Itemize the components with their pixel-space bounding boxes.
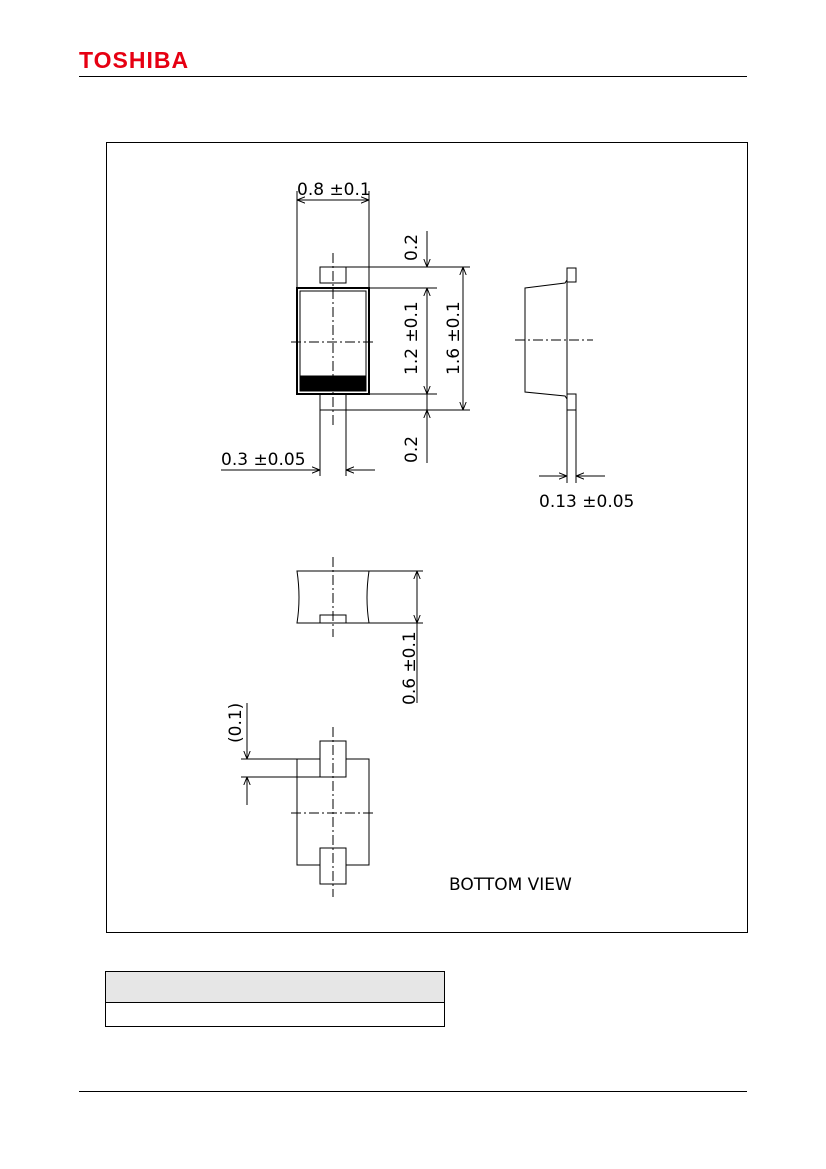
footer-divider	[79, 1091, 747, 1092]
header-divider	[79, 76, 747, 77]
dim-lead-bottom: 0.2	[402, 436, 422, 463]
dim-width: 0.8 ±0.1	[297, 180, 371, 200]
toshiba-logo: TOSHIBA	[79, 47, 190, 73]
dim-lead-thickness: 0.13 ±0.05	[539, 492, 634, 512]
side-view	[515, 267, 605, 483]
package-info-table	[105, 971, 445, 1027]
end-view	[296, 557, 423, 703]
dim-body-length: 1.2 ±0.1	[402, 301, 422, 375]
dim-total-length: 1.6 ±0.1	[444, 301, 464, 375]
top-view	[221, 191, 470, 476]
dim-height: 0.6 ±0.1	[400, 631, 420, 705]
package-outline-drawing: 0.8 ±0.1 0.2 1.2 ±0.1 1.6 ±0.1 0.2 0.3 ±…	[106, 142, 748, 933]
bottom-view	[241, 703, 375, 897]
dim-lead-top: 0.2	[402, 234, 422, 261]
bottom-view-label: BOTTOM VIEW	[449, 875, 572, 895]
package-drawing-svg: 0.8 ±0.1 0.2 1.2 ±0.1 1.6 ±0.1 0.2 0.3 ±…	[221, 180, 634, 897]
table-body-cell	[105, 1002, 445, 1027]
table-header-cell	[105, 971, 445, 1003]
dim-lead-protrusion: (0.1)	[226, 703, 246, 743]
dim-lead-width: 0.3 ±0.05	[221, 450, 306, 470]
